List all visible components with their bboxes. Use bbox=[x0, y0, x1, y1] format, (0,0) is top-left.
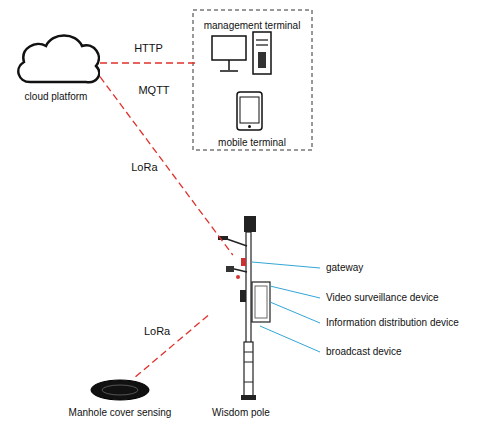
part-label: gateway bbox=[326, 262, 363, 274]
text-row: Wisdom pole bbox=[208, 402, 274, 420]
text-row: Manhole cover sensing bbox=[55, 402, 185, 420]
node-shape-area bbox=[55, 378, 185, 402]
dashed-link bbox=[134, 315, 208, 378]
terminal-node: mobile terminal bbox=[204, 89, 300, 150]
phone-icon bbox=[237, 92, 262, 130]
text-row: cloud platform bbox=[12, 86, 100, 104]
leader-line bbox=[260, 326, 320, 352]
tower-slot bbox=[256, 39, 268, 40]
tower-panel bbox=[258, 52, 266, 68]
node-icon-area bbox=[197, 33, 307, 83]
camera-device bbox=[226, 266, 234, 272]
manhole-ring bbox=[102, 385, 138, 395]
pole-band bbox=[244, 352, 253, 353]
pole-shaft bbox=[246, 232, 251, 344]
protocol-label: MQTT bbox=[138, 84, 169, 96]
monitor-base bbox=[220, 70, 238, 72]
pole-node: Wisdom pole bbox=[208, 255, 274, 420]
part-label: broadcast device bbox=[326, 346, 402, 358]
camera-light bbox=[236, 275, 240, 279]
node-shape-area bbox=[12, 28, 100, 86]
pole-base-section bbox=[244, 342, 253, 396]
leader-line bbox=[270, 302, 320, 323]
node-label: cloud platform bbox=[25, 91, 88, 103]
pole-band bbox=[244, 382, 253, 383]
pole-foot bbox=[241, 395, 256, 400]
text-row: management terminal bbox=[197, 15, 307, 33]
protocol-label: HTTP bbox=[132, 42, 165, 55]
ellipse-outline bbox=[55, 378, 185, 402]
node-label: mobile terminal bbox=[218, 137, 286, 149]
protocol-label: LoRa bbox=[129, 161, 159, 174]
cloud-outline bbox=[12, 28, 100, 86]
leader-line bbox=[252, 262, 320, 268]
monitor-stand bbox=[228, 60, 230, 70]
cloud-shape bbox=[18, 36, 99, 83]
computer-tower-icon bbox=[253, 32, 271, 74]
phone-screen bbox=[240, 97, 259, 123]
info-screen bbox=[255, 286, 267, 318]
pole-band bbox=[244, 362, 253, 363]
node-label: Wisdom pole bbox=[212, 407, 270, 419]
node-shape-area bbox=[208, 255, 274, 402]
monitor-icon bbox=[212, 36, 246, 60]
dashed-link bbox=[100, 77, 233, 255]
side-device bbox=[240, 290, 246, 302]
pole-top-lamp bbox=[244, 216, 256, 232]
phone-button bbox=[248, 125, 251, 128]
sensor-node: Manhole cover sensing bbox=[55, 378, 185, 420]
dashed-link bbox=[100, 62, 197, 63]
manhole-cover bbox=[91, 380, 149, 400]
cloud-node: cloud platform bbox=[12, 28, 100, 104]
part-label: Information distribution device bbox=[326, 317, 459, 329]
tower-slot bbox=[256, 44, 268, 45]
node-label: Manhole cover sensing bbox=[69, 407, 172, 419]
info-screen-box bbox=[252, 282, 270, 322]
node-label: management terminal bbox=[204, 20, 301, 32]
terminal-node: management terminal bbox=[197, 15, 307, 83]
terminal-group-box bbox=[193, 10, 312, 150]
text-row: mobile terminal bbox=[204, 132, 300, 150]
gateway-device bbox=[241, 258, 246, 266]
part-label: Video surveillance device bbox=[326, 292, 439, 304]
leader-line bbox=[270, 286, 320, 298]
protocol-label: LoRa bbox=[142, 325, 172, 338]
node-shape-area bbox=[204, 89, 300, 132]
